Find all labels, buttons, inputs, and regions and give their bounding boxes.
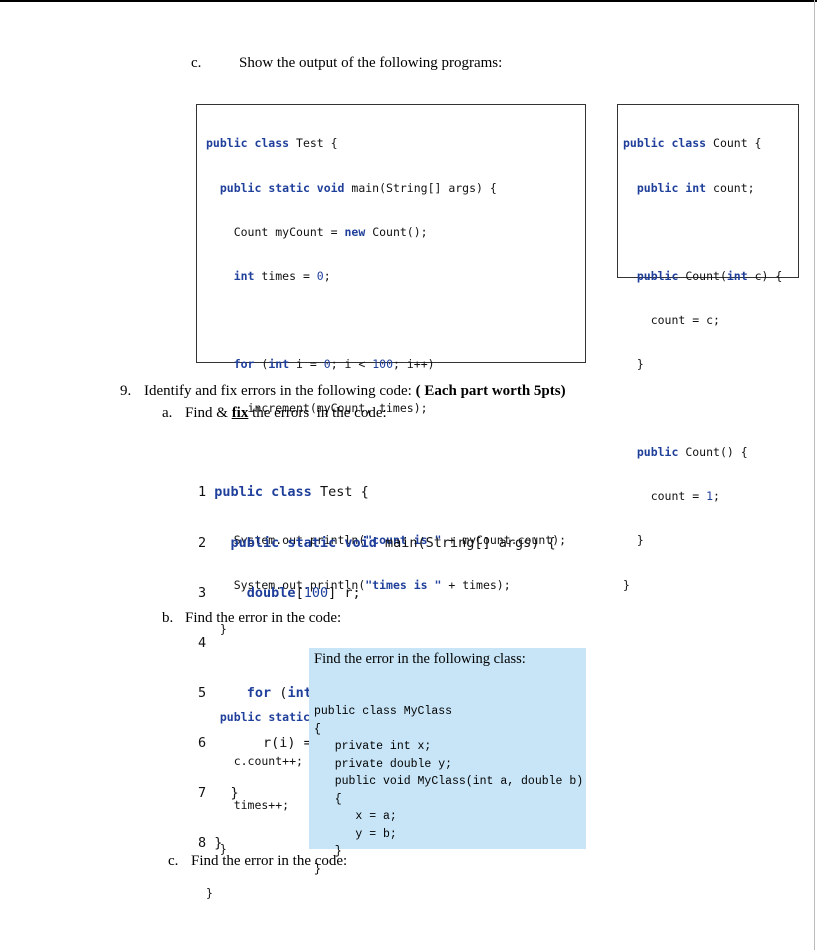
part-a-label: a. — [162, 405, 173, 421]
code-line — [623, 401, 782, 416]
code-line: } — [623, 356, 644, 371]
code-line: public int count; — [636, 180, 755, 195]
code-line: public Count(int c) { — [636, 268, 783, 283]
line-number: 8 — [198, 835, 215, 852]
code-line: x = a; — [314, 810, 397, 823]
part-c-label: c. — [191, 55, 202, 71]
code-line: 2 public static void main(String[] args)… — [198, 534, 556, 551]
line-number: 6 — [198, 734, 215, 751]
line-number: 5 — [198, 684, 215, 701]
code-line: y = b; — [314, 827, 397, 841]
code-line: } — [314, 845, 342, 858]
code-line: { — [314, 792, 342, 806]
code-line: public class MyClass — [314, 705, 453, 718]
part-a-text-2: the errors in the code: — [248, 405, 387, 421]
code-line: } — [314, 862, 321, 876]
code-line: public static void main(String[] args) { — [219, 180, 497, 195]
test-code-box: public class Test { public static void m… — [196, 104, 586, 900]
code-line: int times = 0; — [233, 268, 331, 283]
myclass-box: Find the error in the following class: p… — [309, 648, 586, 876]
part-c2-label: c. — [168, 853, 179, 869]
code-line — [623, 225, 782, 240]
myclass-code: public class MyClass { private int x; pri… — [314, 668, 583, 913]
code-line: { — [314, 722, 321, 736]
code-line: for (int i = 0; i < 100; i++) — [233, 356, 435, 371]
test-code: public class Test { public static void m… — [206, 107, 566, 930]
right-border — [814, 0, 815, 950]
code-line: } — [206, 886, 213, 901]
code-line: System.out.println("times is " + times); — [206, 577, 511, 592]
code-line: } — [623, 533, 644, 548]
code-line: c.count++; — [206, 753, 303, 768]
code-line: count = 1; — [623, 489, 720, 504]
code-line: private int x; — [314, 740, 432, 753]
code-line: Count myCount = new Count(); — [206, 224, 428, 239]
line-number: 3 — [198, 584, 215, 601]
part-b-label: b. — [162, 610, 174, 626]
part-b-text: Find the error in the code: — [185, 610, 342, 626]
part-a-text: Find & fix the errors in the code: — [185, 405, 387, 422]
code-line: 1 public class Test { — [198, 484, 369, 501]
part-a-fix: fix — [231, 405, 249, 421]
count-code: public class Count { public int count; p… — [623, 107, 782, 622]
code-line: public class Count { — [623, 136, 762, 151]
part-c-heading: Show the output of the following program… — [239, 55, 503, 71]
line-number: 4 — [198, 634, 215, 651]
code-line: count = c; — [623, 312, 720, 327]
q9-heading: Identify and fix errors in the following… — [144, 383, 566, 400]
q9-number: 9. — [120, 383, 132, 399]
code-line: 3 double[100] r; — [198, 584, 361, 601]
myclass-heading: Find the error in the following class: — [314, 651, 526, 667]
q9-points: ( Each part worth 5pts) — [415, 383, 566, 399]
code-line: System.out.println("count is " + myCount… — [206, 533, 567, 548]
code-line: public Count() { — [636, 445, 748, 460]
part-c2-text: Find the error in the code: — [191, 853, 348, 869]
code-line: public void MyClass(int a, double b) — [314, 775, 584, 788]
line-number: 1 — [198, 484, 215, 501]
code-line: 4 — [198, 635, 556, 652]
code-line: increment(myCount, times); — [206, 401, 428, 416]
code-line: private double y; — [314, 757, 453, 771]
code-line: } — [206, 842, 227, 857]
code-line — [206, 313, 566, 328]
q9-text: Identify and fix errors in the following… — [144, 383, 416, 399]
code-line: public class Test { — [206, 136, 338, 151]
code-line: 8 } — [198, 835, 223, 852]
part-a-text-1: Find & — [185, 405, 232, 421]
line-number: 2 — [198, 534, 215, 551]
count-code-box: public class Count { public int count; p… — [617, 104, 799, 592]
line-number: 7 — [198, 785, 215, 802]
code-line: } — [206, 621, 227, 636]
top-border — [0, 0, 817, 2]
code-line: 7 } — [198, 785, 239, 802]
code-line: times++; — [206, 798, 290, 813]
code-line: } — [623, 577, 630, 592]
